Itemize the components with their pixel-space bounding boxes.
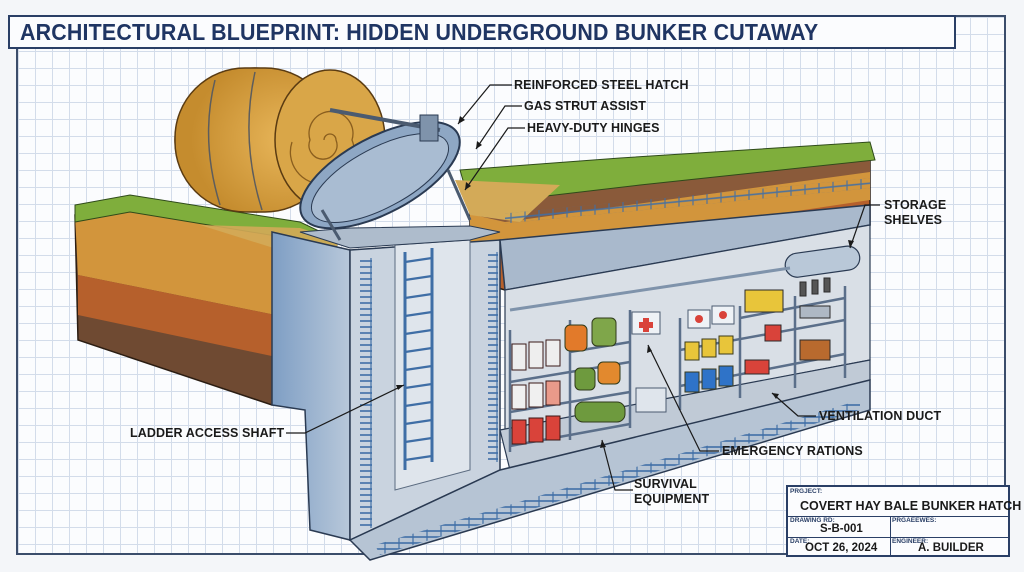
callout-survival-equipment: SURVIVAL EQUIPMENT — [634, 477, 709, 507]
callout-reinforced-steel-hatch: REINFORCED STEEL HATCH — [514, 78, 689, 92]
hay-bale — [174, 67, 386, 213]
title-box: ARCHITECTURAL BLUEPRINT: HIDDEN UNDERGRO… — [8, 15, 956, 49]
date-cell: DATE: OCT 26, 2024 — [788, 537, 891, 555]
date-value: OCT 26, 2024 — [805, 542, 878, 554]
progress-cell: PRGAEEWES: — [890, 516, 1008, 537]
drawing-cell: DRAWING RD: S-B-001 — [788, 516, 891, 537]
callout-ladder-access-shaft: LADDER ACCESS SHAFT — [130, 426, 285, 440]
callout-storage-line2: SHELVES — [884, 213, 943, 227]
project-value: COVERT HAY BALE BUNKER HATCH — [800, 499, 1022, 513]
title-block-drawing-row: DRAWING RD: S-B-001 PRGAEEWES: — [788, 516, 1008, 538]
progress-label: PRGAEEWES: — [892, 517, 937, 524]
engineer-value: A. BUILDER — [918, 542, 984, 554]
engineer-cell: ENGINEER: A. BUILDER — [890, 537, 1008, 555]
ladder-shaft — [271, 225, 501, 542]
project-label: PRGJECT: — [790, 488, 823, 495]
callout-leaders — [286, 84, 880, 491]
title-block: PRGJECT: COVERT HAY BALE BUNKER HATCH DR… — [786, 485, 1021, 557]
callout-survival-line2: EQUIPMENT — [634, 492, 710, 506]
drawing-value: S-B-001 — [820, 523, 863, 535]
callout-heavy-duty-hinges: HEAVY-DUTY HINGES — [527, 121, 660, 135]
drawing-label: DRAWING RD: — [790, 517, 835, 524]
storage-shelves — [508, 277, 847, 452]
callout-storage-line1: STORAGE — [884, 198, 947, 212]
title-block-project-row: PRGJECT: COVERT HAY BALE BUNKER HATCH — [788, 487, 1021, 517]
callout-ventilation-duct: VENTILATION DUCT — [819, 409, 942, 423]
left-soil-block — [74, 194, 339, 406]
page-title: ARCHITECTURAL BLUEPRINT: HIDDEN UNDERGRO… — [20, 18, 819, 45]
date-label: DATE: — [790, 538, 810, 545]
engineer-label: ENGINEER: — [892, 538, 929, 545]
ventilation-duct — [509, 245, 861, 312]
steel-hatch — [299, 108, 472, 241]
callout-storage-shelves: STORAGE SHELVES — [884, 198, 946, 228]
title-block-date-row: DATE: OCT 26, 2024 ENGINEER: A. BUILDER — [788, 537, 1008, 555]
callout-arrowheads — [396, 116, 854, 448]
callout-survival-line1: SURVIVAL — [634, 477, 697, 491]
callout-emergency-rations: EMERGENCY RATIONS — [722, 444, 863, 458]
callout-gas-strut-assist: GAS STRUT ASSIST — [524, 99, 646, 113]
